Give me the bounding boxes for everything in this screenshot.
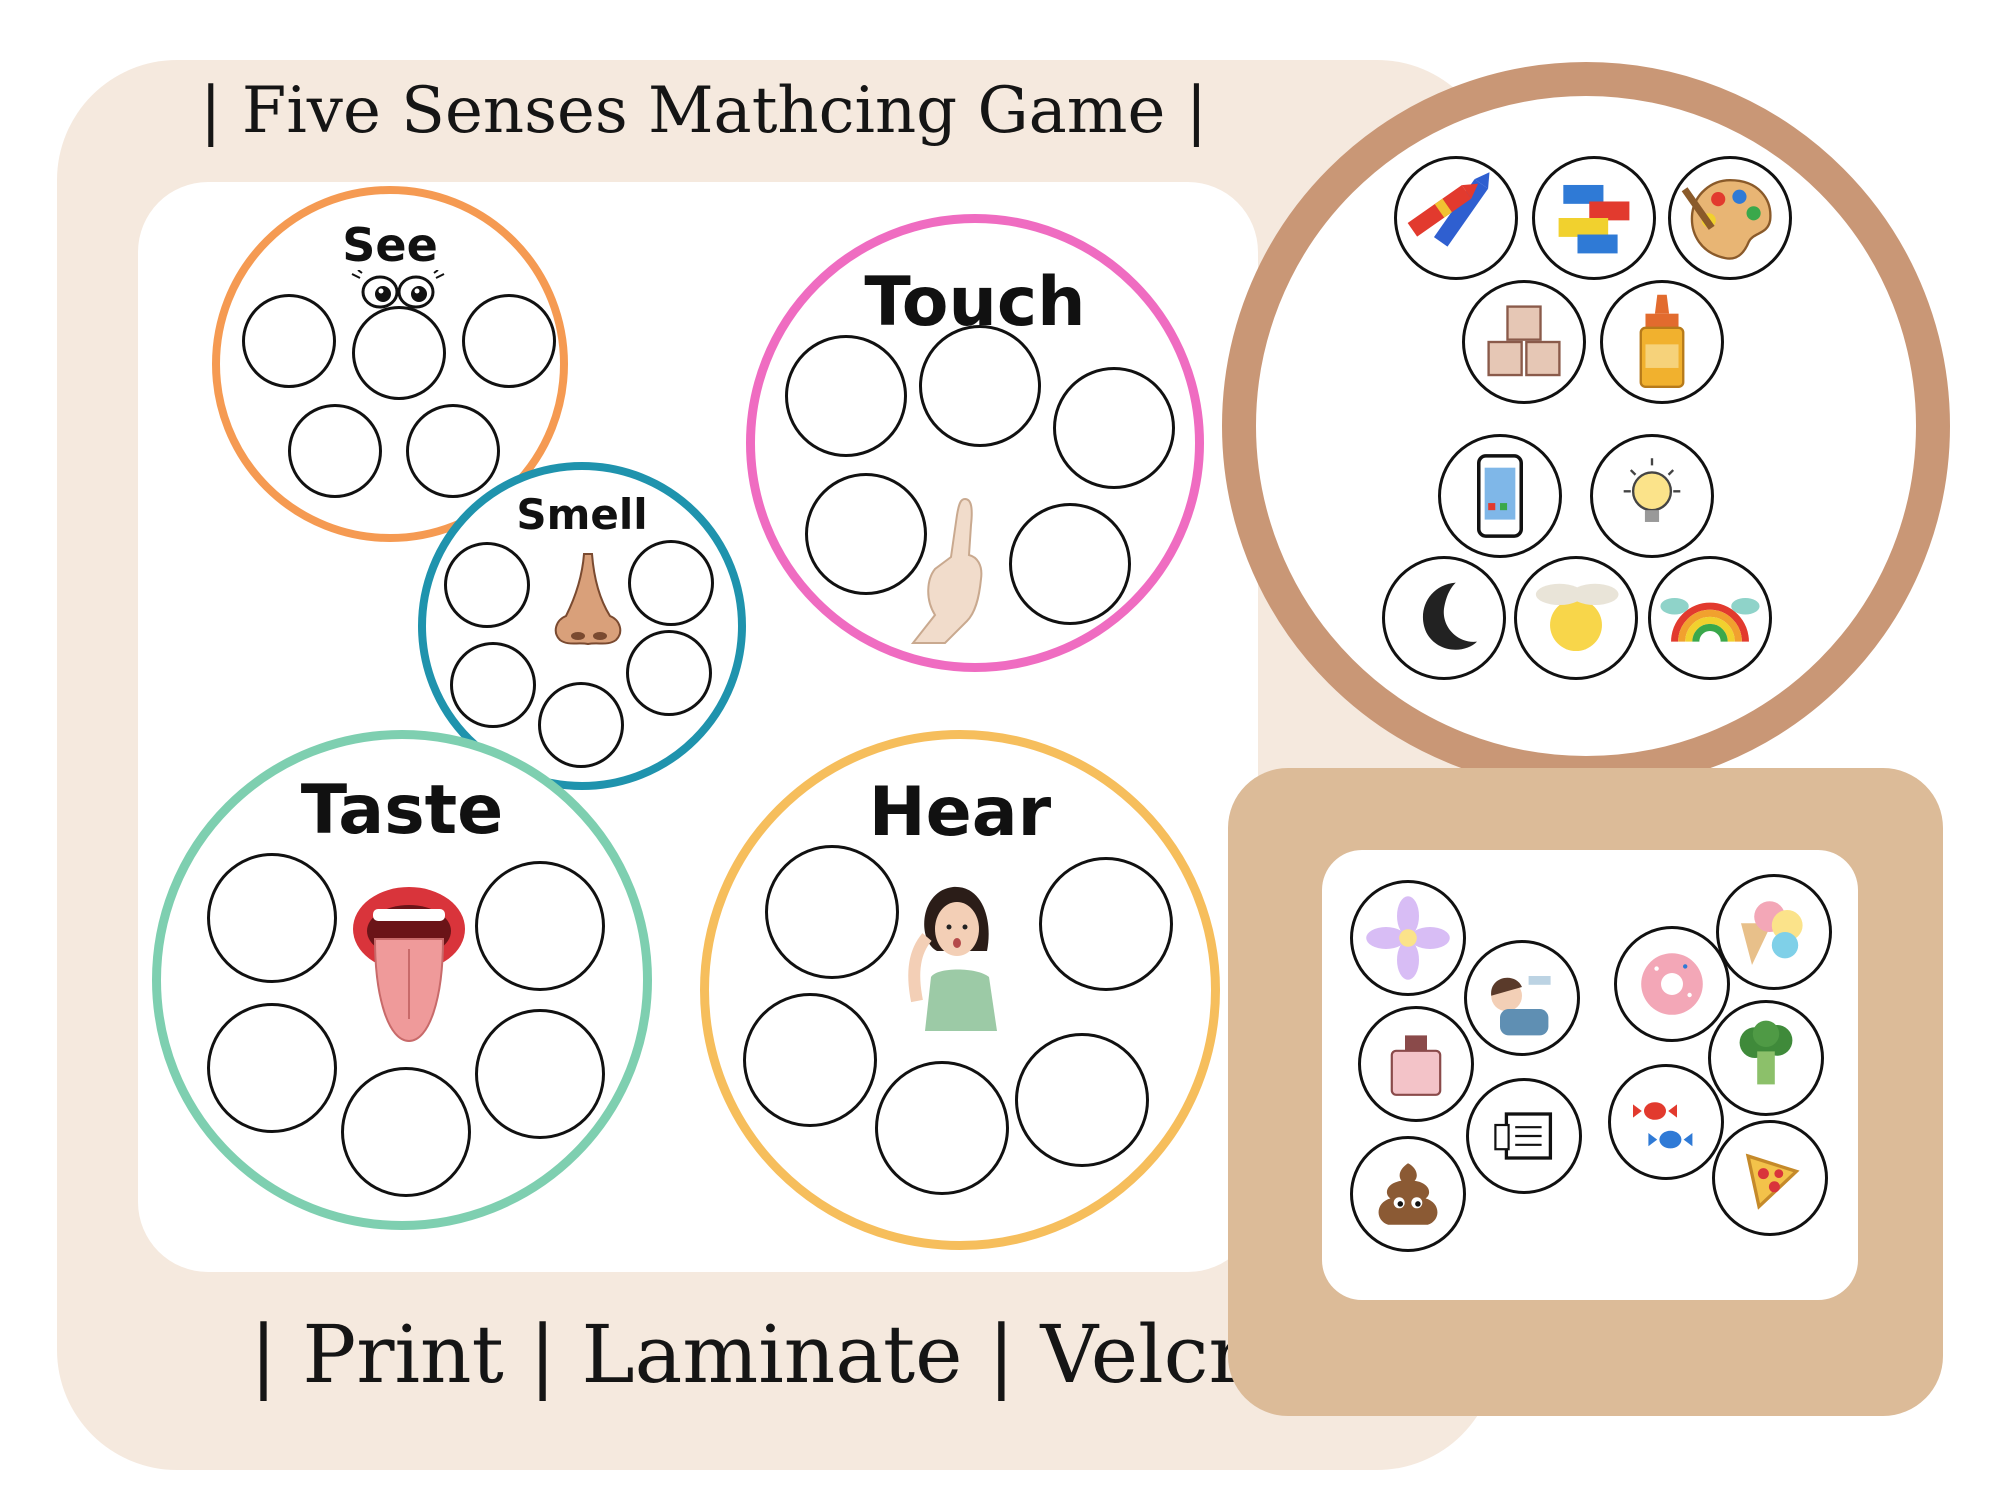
- see-label: See: [342, 218, 438, 272]
- touch-slot-3[interactable]: [1053, 367, 1175, 489]
- donut-card[interactable]: [1614, 926, 1730, 1042]
- paper-icon: [1494, 1112, 1553, 1160]
- ice-cream-card[interactable]: [1716, 874, 1832, 990]
- touch-slot-2[interactable]: [919, 325, 1041, 447]
- person-smelling-card[interactable]: [1464, 940, 1580, 1056]
- see-slot-4[interactable]: [288, 404, 382, 498]
- touch-slot-4[interactable]: [805, 473, 927, 595]
- smell-slot-1[interactable]: [444, 542, 530, 628]
- moon-card[interactable]: [1382, 556, 1506, 680]
- see-slot-2[interactable]: [352, 306, 446, 400]
- taste-slot-1[interactable]: [207, 853, 337, 983]
- rainbow-icon: [1660, 597, 1760, 642]
- smell-slot-4[interactable]: [626, 630, 712, 716]
- hear-slot-5[interactable]: [875, 1061, 1009, 1195]
- perfume-icon: [1390, 1035, 1442, 1096]
- glue-bottle-card[interactable]: [1600, 280, 1724, 404]
- smell-slot-3[interactable]: [450, 642, 536, 728]
- paper-card[interactable]: [1466, 1078, 1582, 1194]
- light-bulb-icon: [1623, 458, 1681, 522]
- pizza-card[interactable]: [1712, 1120, 1828, 1236]
- sun-icon: [1535, 583, 1619, 652]
- see-slot-1[interactable]: [242, 294, 336, 388]
- flower-icon: [1366, 896, 1450, 980]
- perfume-card[interactable]: [1358, 1006, 1474, 1122]
- abc-blocks-icon: [1487, 305, 1561, 377]
- hear-circle: Hear: [700, 730, 1220, 1250]
- donut-icon: [1641, 953, 1703, 1015]
- touch-slot-1[interactable]: [785, 335, 907, 457]
- taste-circle: Taste: [152, 730, 652, 1230]
- paint-palette-icon: [1681, 179, 1772, 260]
- taste-label: Taste: [300, 771, 504, 850]
- smell-circle: Smell: [418, 462, 746, 790]
- broccoli-card[interactable]: [1708, 1000, 1824, 1116]
- phone-icon: [1476, 454, 1524, 538]
- nose-icon: [554, 553, 622, 646]
- taste-slot-5[interactable]: [341, 1067, 471, 1197]
- mouth-tongue-icon: [353, 887, 465, 1043]
- touch-slot-5[interactable]: [1009, 503, 1131, 625]
- eyes-icon: [351, 270, 445, 309]
- moon-icon: [1422, 582, 1478, 650]
- page-title: | Five Senses Mathcing Game |: [200, 74, 1208, 148]
- sun-card[interactable]: [1514, 556, 1638, 680]
- smell-slot-2[interactable]: [628, 540, 714, 626]
- pizza-icon: [1745, 1153, 1800, 1210]
- girl-listening-icon: [908, 886, 997, 1031]
- see-slot-3[interactable]: [462, 294, 556, 388]
- taste-slot-2[interactable]: [475, 861, 605, 991]
- rainbow-card[interactable]: [1648, 556, 1772, 680]
- pointing-hand-icon: [910, 497, 983, 644]
- taste-slot-4[interactable]: [475, 1009, 605, 1139]
- taste-slot-3[interactable]: [207, 1003, 337, 1133]
- touch-circle: Touch: [746, 214, 1204, 672]
- crayons-card[interactable]: [1394, 156, 1518, 280]
- light-bulb-card[interactable]: [1590, 434, 1714, 558]
- hear-slot-3[interactable]: [743, 993, 877, 1127]
- candy-icon: [1633, 1102, 1693, 1149]
- paint-palette-card[interactable]: [1668, 156, 1792, 280]
- footer-instructions: | Print | Laminate | Velcro |: [250, 1308, 1348, 1401]
- abc-blocks-card[interactable]: [1462, 280, 1586, 404]
- hear-slot-1[interactable]: [765, 845, 899, 979]
- see-slot-5[interactable]: [406, 404, 500, 498]
- poop-icon: [1378, 1163, 1438, 1225]
- lego-blocks-card[interactable]: [1532, 156, 1656, 280]
- poop-card[interactable]: [1350, 1136, 1466, 1252]
- lego-blocks-icon: [1558, 184, 1630, 254]
- smell-slot-5[interactable]: [538, 682, 624, 768]
- hear-slot-2[interactable]: [1039, 857, 1173, 991]
- smell-label: Smell: [516, 490, 648, 539]
- candy-card[interactable]: [1608, 1064, 1724, 1180]
- hear-slot-4[interactable]: [1015, 1033, 1149, 1167]
- crayons-icon: [1407, 172, 1490, 247]
- flower-card[interactable]: [1350, 880, 1466, 996]
- hear-label: Hear: [868, 773, 1052, 852]
- ice-cream-icon: [1741, 901, 1803, 965]
- person-smelling-icon: [1491, 976, 1551, 1036]
- phone-card[interactable]: [1438, 434, 1562, 558]
- broccoli-icon: [1739, 1020, 1793, 1085]
- glue-bottle-icon: [1639, 294, 1685, 389]
